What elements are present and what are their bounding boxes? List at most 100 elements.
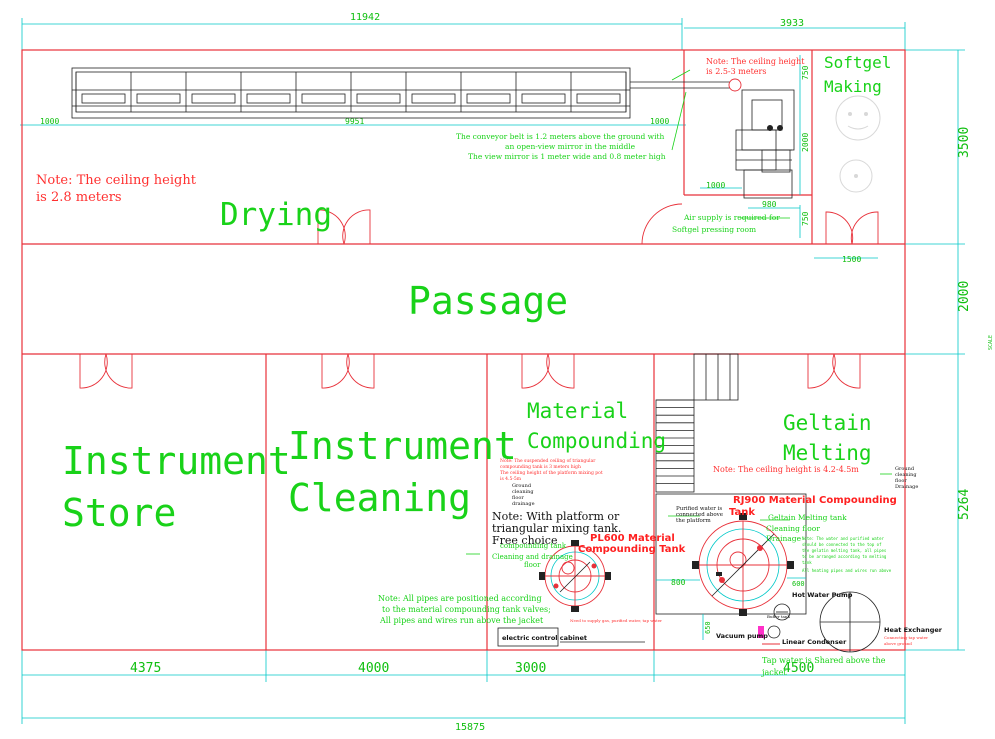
room-geltain-melting-2: Melting [783, 441, 872, 465]
leader-lines [466, 69, 892, 555]
note-mc-small-4: is 4.5-5m [500, 476, 522, 482]
softgel-dims: 750 2000 1000 980 750 1500 [700, 55, 878, 264]
note-mc-drain-2: cleaning [512, 489, 534, 495]
dim-bottom-2: 3000 [515, 661, 546, 676]
room-instrument-cleaning-1: Instrument [288, 424, 517, 468]
dim-rj-right: 600 [792, 580, 805, 588]
note-platform-2: triangular mixing tank. [492, 522, 621, 535]
note-he-small-1: Connecting tap water [884, 635, 928, 640]
annotations: Note: The ceiling height is 2.8 meters N… [36, 57, 943, 677]
note-purified-1: Purified water is [676, 506, 722, 512]
note-pipes-1: Note: All pipes are positioned according [378, 594, 542, 603]
operator-icons [835, 95, 881, 193]
dim-bottom-0: 4375 [130, 661, 161, 676]
note-gm-drain-2: cleaning [895, 472, 917, 478]
note-mc-drain-1: Ground [512, 483, 532, 489]
note-air-supply-1: Air supply is required for [683, 213, 780, 222]
label-pl600-1: PL600 Material [590, 533, 675, 544]
pl600-tank [539, 540, 611, 612]
note-tap-water-1: Tap water is Shared above the [762, 656, 886, 665]
room-passage: Passage [408, 279, 568, 323]
note-mc-small-1: Note: The suspended ceiling of triangula… [500, 458, 596, 464]
label-rj900-2: Tank [729, 507, 755, 518]
label-heat-exchanger: Heat Exchanger [884, 626, 943, 634]
room-geltain-melting-1: Geltain [783, 411, 872, 435]
note-cleaning-drain-2: floor [524, 561, 541, 569]
note-mc-small-2: compounding tank is 3 meters high [500, 464, 581, 470]
label-linear-condenser: Linear Condenser [782, 638, 847, 646]
note-gm-drain-3: floor [895, 478, 907, 484]
note-gm-small-4: to be arranged according to melting [802, 554, 887, 559]
room-material-compounding-2: Compounding [527, 429, 666, 453]
softgel-machine [728, 78, 795, 199]
note-gm-ceiling: Note: The ceiling height is 4.2-4.5m [713, 465, 859, 474]
dim-top-right: 3933 [780, 18, 804, 29]
label-cleaning-floor: Cleaning floor [766, 524, 820, 533]
note-drying-ceiling-1: Note: The ceiling height [36, 173, 197, 188]
note-gm-small-3: the gelatin melting tank, all pipes [802, 548, 887, 553]
note-conveyor-1: The conveyor belt is 1.2 meters above th… [456, 132, 664, 141]
note-mc-small-3: The ceiling height of the platform mixin… [500, 470, 603, 476]
note-gm-drain-4: Drainage [895, 484, 918, 490]
note-conveyor-3: The view mirror is 1 meter wide and 0.8 … [468, 152, 666, 161]
label-pl600-2: Compounding Tank [578, 544, 686, 555]
dim-softgel-door: 1500 [842, 255, 861, 264]
doors [79, 203, 879, 389]
note-air-supply-2: Softgel pressing room [672, 225, 756, 234]
dimension-labels: 11942 3933 15875 4375 4000 3000 4500 350… [40, 12, 994, 733]
label-geltain-tank: Geltain Melting tank [768, 513, 847, 522]
room-material-compounding-1: Material [527, 399, 628, 423]
note-mc-drain-4: drainage [512, 501, 535, 507]
note-pipes-2: to the material compounding tank valves; [382, 605, 551, 614]
dim-conveyor-length: 9951 [345, 117, 364, 126]
dim-bottom-3: 4500 [783, 661, 814, 676]
dim-bottom-total: 15875 [455, 722, 485, 733]
electric-cabinet-box [497, 627, 559, 647]
dim-right-1: 2000 [957, 281, 972, 312]
note-tap-water-2: jacket [761, 668, 787, 677]
stairs [655, 353, 739, 493]
note-gm-small-6: All heating pipes and wires run above [802, 568, 892, 573]
note-gm-small-2: should be connected to the top of [802, 542, 882, 547]
dim-lower-v: 650 [704, 621, 712, 634]
label-electric-cabinet: electric control cabinet [502, 634, 587, 642]
room-softgel-making-1: Softgel [824, 53, 891, 72]
note-softgel-ceiling-2: is 2.5-3 meters [706, 67, 766, 76]
dim-bottom-1: 4000 [358, 661, 389, 676]
room-softgel-making-2: Making [824, 77, 882, 96]
label-drainage: Drainage [766, 534, 802, 543]
room-instrument-store-2: Store [62, 491, 176, 535]
dim-conveyor-left: 1000 [40, 117, 59, 126]
dim-top-total: 11942 [350, 12, 380, 23]
room-instrument-store-1: Instrument [62, 439, 291, 483]
label-hot-water-pump: Hot Water Pump [792, 591, 853, 599]
label-vacuum-pump: Vacuum pump [716, 632, 768, 640]
note-platform-1: Note: With platform or [492, 510, 620, 523]
note-pipes-3: All pipes and wires run above the jacket [379, 616, 544, 625]
side-mark: SCALE [988, 335, 994, 350]
note-he-small-2: above ground [884, 641, 912, 646]
utility-equipment [758, 591, 881, 653]
note-purified-3: the platform [676, 518, 712, 524]
dim-conveyor-right: 1000 [650, 117, 669, 126]
dim-softgel-v1: 750 [801, 65, 810, 80]
dim-softgel-h1: 1000 [706, 181, 725, 190]
room-labels: Drying Passage Instrument Store Instrume… [62, 53, 891, 535]
dim-mc-to-rj: 800 [671, 578, 686, 587]
dim-softgel-v3: 750 [801, 211, 810, 226]
platform [655, 493, 807, 615]
note-supply-gas: Need to supply gas, purified water, tap … [570, 618, 662, 623]
room-instrument-cleaning-2: Cleaning [288, 476, 471, 520]
dim-right-0: 3500 [957, 127, 972, 158]
rj900-tank [692, 513, 794, 616]
walls [21, 49, 906, 651]
dim-softgel-v2: 2000 [801, 133, 810, 152]
note-gm-small-5: tank [802, 560, 812, 565]
note-mc-drain-3: floor [512, 495, 524, 501]
note-compounding-tank: compounding tank [500, 542, 567, 550]
dimension-lines [20, 18, 965, 724]
note-purified-2: connected above [676, 512, 723, 518]
note-softgel-ceiling-1: Note: The ceiling height [706, 57, 805, 66]
label-buffer-tank: Buffer tank [767, 614, 790, 619]
